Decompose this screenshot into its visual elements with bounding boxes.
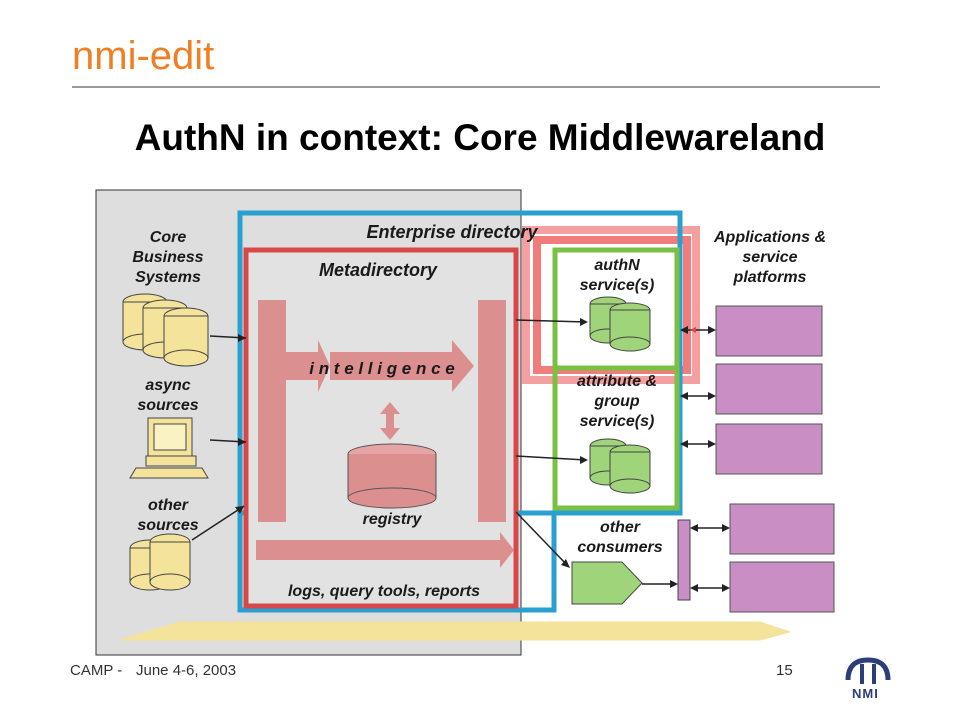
flow-bar	[119, 621, 792, 641]
intelligence-arrow-left	[286, 340, 330, 392]
label-applications-2: service	[742, 249, 797, 266]
app-platform-3	[715, 423, 823, 475]
app-platform-5	[729, 561, 835, 613]
header-divider	[72, 86, 880, 88]
label-metadirectory: Metadirectory	[319, 260, 438, 280]
app-platform-4	[729, 503, 835, 555]
nmi-logo-icon	[845, 657, 891, 684]
label-consumers-2: consumers	[577, 539, 662, 556]
arrow-meta-to-authn	[515, 319, 587, 323]
app-platform-2	[715, 363, 823, 415]
label-intelligence: i n t e l l i g e n c e	[309, 359, 454, 378]
consumer-bar	[677, 519, 691, 601]
label-core-2: Business	[132, 249, 203, 266]
label-authn-2: service(s)	[580, 277, 655, 294]
registry-double-arrow	[380, 402, 400, 440]
arrow-meta-to-consumers	[515, 511, 569, 567]
core-systems-cylinders	[122, 293, 209, 367]
label-consumers-1: other	[600, 519, 641, 536]
footer-event: CAMP -	[70, 662, 123, 679]
consumer-shape	[571, 561, 643, 605]
label-other-sources-2: sources	[137, 517, 198, 534]
intelligence-arrow-main	[330, 340, 474, 392]
label-other-sources-1: other	[148, 497, 189, 514]
page-number: 15	[776, 662, 793, 679]
enterprise-directory-frame-lower	[237, 513, 557, 613]
authn-frame-outer	[522, 226, 700, 384]
label-attribute-2: group	[593, 393, 640, 410]
label-registry: registry	[363, 511, 423, 528]
label-core-3: Systems	[135, 269, 201, 286]
brand-title: nmi-edit	[72, 34, 215, 78]
meta-pillar-right	[478, 300, 506, 522]
other-sources-cylinders	[129, 533, 191, 591]
slide-title: AuthN in context: Core Middlewareland	[134, 117, 826, 158]
label-async-2: sources	[137, 397, 198, 414]
label-core-1: Core	[150, 229, 187, 246]
label-attribute-3: service(s)	[580, 413, 655, 430]
logo-text: NMI	[852, 686, 879, 701]
label-authn-1: authN	[594, 257, 640, 274]
logs-arrow	[256, 532, 514, 568]
app-platform-1	[715, 305, 823, 357]
attribute-service-frame	[552, 365, 680, 511]
attribute-cylinders	[589, 438, 651, 494]
label-async-1: async	[145, 377, 190, 394]
label-attribute-1: attribute &	[577, 373, 657, 390]
computer-icon	[129, 417, 209, 479]
arrow-meta-to-attribute	[515, 455, 587, 461]
label-logs: logs, query tools, reports	[288, 583, 480, 600]
registry-bottom	[347, 487, 437, 509]
label-applications-3: platforms	[733, 269, 807, 286]
arrow-other-to-meta	[191, 505, 245, 541]
label-applications-1: Applications &	[713, 229, 826, 246]
label-enterprise-directory: Enterprise directory	[366, 222, 538, 242]
footer-date: June 4-6, 2003	[136, 662, 237, 679]
authn-cylinders	[589, 296, 651, 352]
meta-pillar-left	[258, 300, 286, 522]
